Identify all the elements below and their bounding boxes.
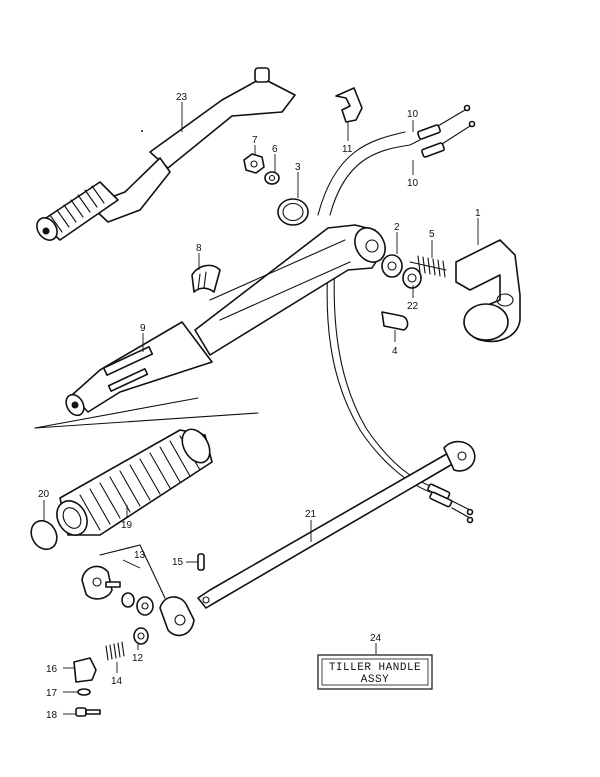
callout-15: 15	[172, 557, 184, 568]
callout-22: 22	[407, 301, 419, 312]
callout-14: 14	[111, 676, 123, 687]
callout-3: 3	[295, 162, 301, 173]
callout-17: 17	[46, 688, 58, 699]
cable-clip-drawing	[335, 87, 363, 123]
callout-1: 1	[475, 208, 481, 219]
leader-lines	[43, 102, 479, 715]
callout-7: 7	[252, 135, 258, 146]
tiller-arm-drawing	[65, 224, 386, 417]
callout-19: 19	[121, 520, 133, 531]
grip-drawing	[30, 428, 213, 551]
callout-13: 13	[134, 550, 146, 561]
bushing-drawing	[191, 264, 221, 293]
callout-11: 11	[342, 144, 353, 155]
callout-16: 16	[46, 664, 58, 675]
callout-18: 18	[46, 710, 58, 721]
callout-2: 2	[394, 222, 400, 233]
callout-8: 8	[196, 243, 202, 254]
callout-10-bottom: 10	[407, 178, 419, 189]
control-rod-drawing	[197, 440, 476, 609]
pin-drawing	[197, 553, 205, 571]
callout-12: 12	[132, 653, 144, 664]
bracket-assembly-drawing	[381, 239, 521, 343]
callout-6: 6	[272, 144, 278, 155]
stray-dot	[141, 130, 143, 132]
explosion-guide-lines	[34, 397, 259, 429]
callout-4: 4	[392, 346, 398, 357]
label-line-2: ASSY	[361, 674, 389, 686]
callout-5: 5	[429, 229, 435, 240]
callout-9: 9	[140, 323, 146, 334]
lock-assembly-drawing	[73, 544, 195, 717]
callout-24: 24	[370, 633, 382, 644]
throttle-cables-drawing	[317, 104, 476, 524]
callout-10-top: 10	[407, 109, 419, 120]
callout-23: 23	[176, 92, 188, 103]
throttle-tube-drawing	[36, 67, 296, 241]
label-plate: TILLER HANDLE ASSY	[317, 654, 433, 690]
label-line-1: TILLER HANDLE	[329, 662, 421, 674]
callout-20: 20	[38, 489, 50, 500]
nut-washer-ring-drawing	[243, 153, 309, 226]
callout-21: 21	[305, 509, 317, 520]
callouts: 1 2 3 4 5 6 7 8 9 10 10 11 12 13 14 15 1…	[38, 92, 481, 721]
